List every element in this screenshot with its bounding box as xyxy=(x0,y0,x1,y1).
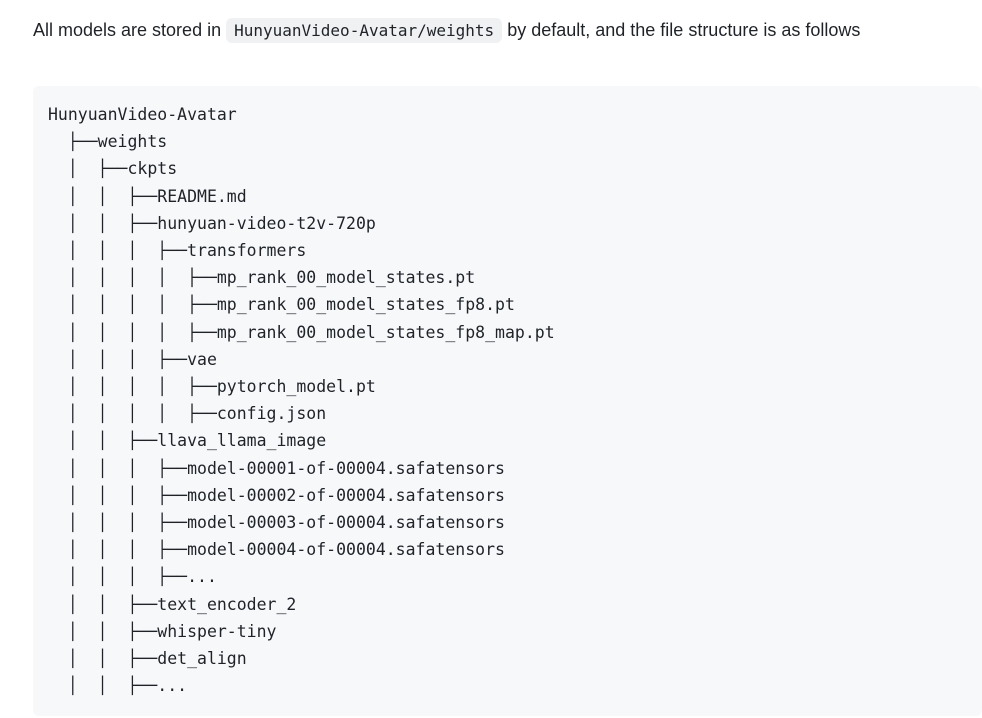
file-structure-code-block: HunyuanVideo-Avatar ├──weights │ ├──ckpt… xyxy=(33,86,982,716)
intro-text-after: by default, and the file structure is as… xyxy=(502,20,861,40)
intro-text-before: All models are stored in xyxy=(33,20,227,40)
readme-page: All models are stored in HunyuanVideo-Av… xyxy=(0,16,982,718)
inline-code-weights-path: HunyuanVideo-Avatar/weights xyxy=(226,18,503,43)
intro-paragraph: All models are stored in HunyuanVideo-Av… xyxy=(33,16,962,45)
file-tree: HunyuanVideo-Avatar ├──weights │ ├──ckpt… xyxy=(48,105,555,696)
